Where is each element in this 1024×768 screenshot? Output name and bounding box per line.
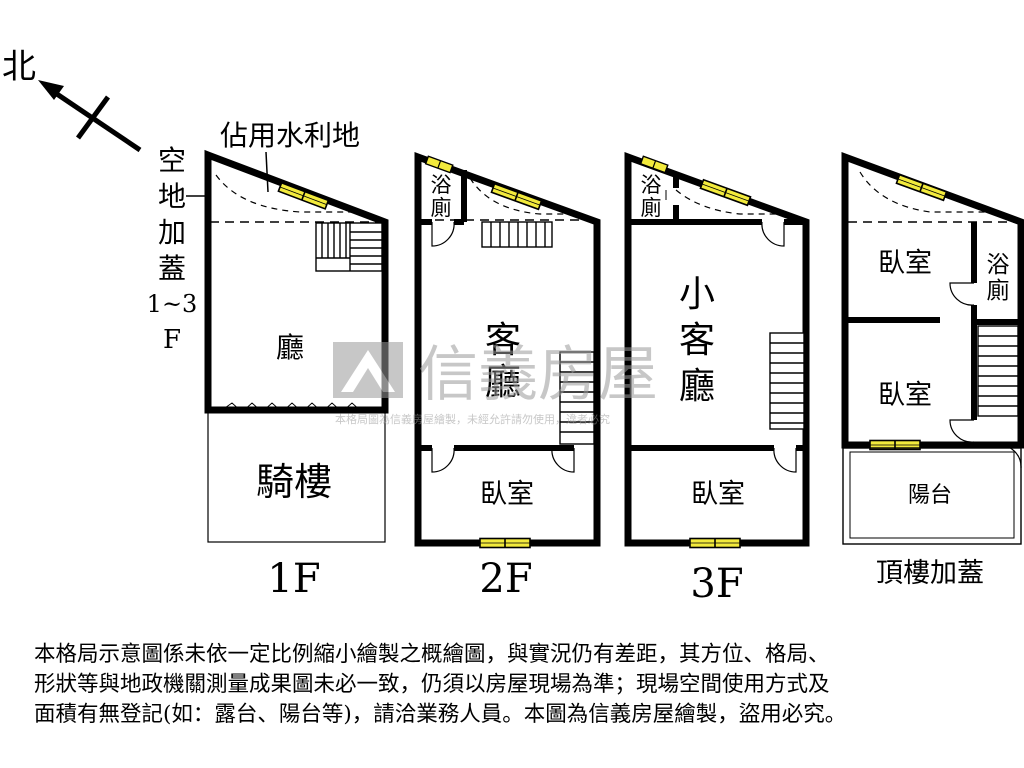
room-3f-small-living-char: 廳: [679, 366, 715, 407]
annotation-empty-land-char: 蓋: [158, 252, 186, 285]
stairs-3f: [769, 332, 805, 430]
room-3f-small-living-char: 小: [679, 274, 715, 315]
floor-2f-plan: [414, 152, 601, 549]
room-2f-bedroom: 臥室: [480, 479, 534, 510]
room-3f-bedroom: 臥室: [691, 479, 745, 510]
floor-label-roof: 頂樓加蓋: [876, 558, 984, 589]
annotation-empty-land-char: 1~3: [147, 290, 198, 318]
disclaimer-line: 形狀等與地政機關測量成果圖未必一致，仍須以房屋現場為準；現場空間使用方式及: [34, 672, 830, 697]
annotation-occupied-land: 佔用水利地: [220, 119, 360, 152]
annotation-empty-land-char: 加: [158, 216, 186, 249]
room-roof-bedroom-lower: 臥室: [878, 380, 932, 411]
room-2f-living-char: 客: [485, 320, 521, 361]
watermark: 信義房屋 本格局圖為信義房屋繪製，未經允許請勿使用，違者必究: [333, 340, 658, 426]
floor-label-2f: 2F: [479, 556, 532, 602]
floor-3f-plan: [624, 151, 810, 549]
stairs-roof: [977, 325, 1019, 417]
floor-label-3f: 3F: [690, 561, 743, 607]
room-1f-arcade: 騎樓: [256, 460, 332, 504]
room-roof-bath-char: 浴: [987, 252, 1010, 278]
floor-roof-plan: [841, 151, 1024, 545]
room-roof-bedroom-upper: 臥室: [878, 248, 932, 279]
room-2f-bath-char: 浴: [431, 173, 452, 197]
room-2f-bath-char: 廁: [431, 196, 452, 220]
watermark-notice: 本格局圖為信義房屋繪製，未經允許請勿使用，違者必究: [335, 412, 610, 426]
room-1f-hall: 廳: [276, 331, 304, 364]
room-3f-bath-char: 浴: [641, 173, 662, 197]
room-3f-bath-char: 廁: [641, 196, 662, 220]
annotation-empty-land-char: 空: [158, 144, 186, 177]
compass-north-label: 北: [2, 47, 36, 87]
annotation-empty-land-char: F: [163, 325, 181, 355]
floor-1f-plan: [204, 149, 389, 543]
room-roof-bath-char: 廁: [987, 278, 1010, 304]
watermark-brand: 信義房屋: [418, 340, 658, 410]
floor-label-1f: 1F: [267, 556, 320, 602]
stairs-1f: [315, 222, 383, 272]
room-3f-small-living-char: 客: [679, 320, 715, 361]
room-2f-living-char: 廳: [485, 362, 521, 403]
annotation-empty-land-char: 地: [158, 180, 186, 213]
disclaimer-line: 面積有無登記(如：露台、陽台等)，請洽業務人員。本圖為信義房屋繪製，盜用必究。: [34, 702, 847, 727]
annotation-empty-land-vertical: 空 地 加 蓋 1~3 F: [147, 144, 198, 355]
disclaimer-note: 本格局示意圖係未依一定比例縮小繪製之概繪圖，與實況仍有差距，其方位、格局、 形狀…: [34, 640, 994, 730]
north-compass-icon: [38, 80, 142, 153]
room-roof-balcony: 陽台: [908, 483, 952, 508]
stairs-2f: [481, 221, 595, 445]
disclaimer-line: 本格局示意圖係未依一定比例縮小繪製之概繪圖，與實況仍有差距，其方位、格局、: [34, 642, 830, 667]
watermark-logo-icon: [333, 342, 403, 398]
